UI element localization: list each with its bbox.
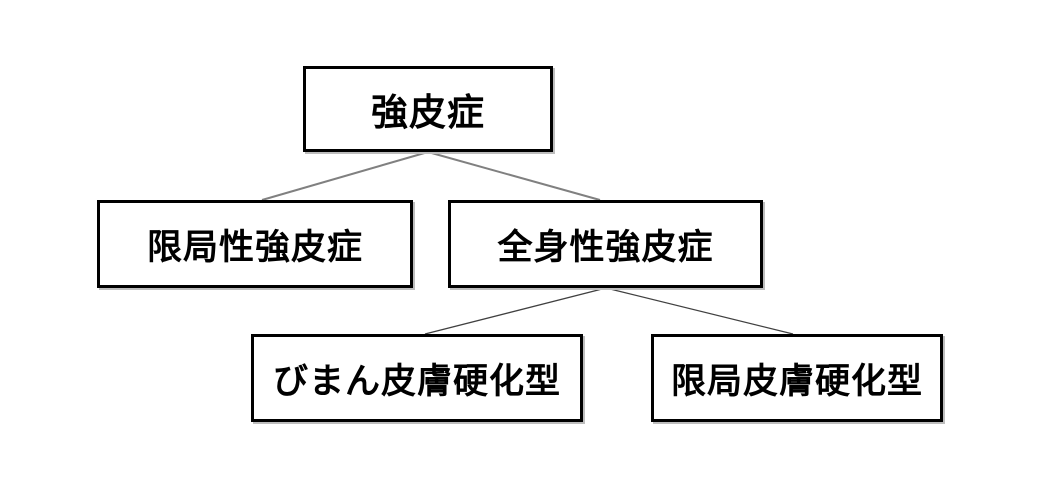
edge-systemic-diffuse (424, 287, 607, 335)
edge-root-systemic (427, 151, 601, 201)
node-systemic-scleroderma-label: 全身性強皮症 (497, 227, 714, 267)
node-diffuse-cutaneous-type-label: びまん皮膚硬化型 (272, 361, 561, 401)
node-diffuse-cutaneous-type: びまん皮膚硬化型 (251, 334, 583, 422)
edge-systemic-limited (605, 287, 794, 335)
edge-root-localized (261, 151, 429, 201)
node-scleroderma: 強皮症 (303, 66, 553, 152)
node-localized-scleroderma-label: 限局性強皮症 (146, 227, 363, 267)
node-systemic-scleroderma: 全身性強皮症 (448, 200, 763, 288)
node-limited-cutaneous-type-label: 限局皮膚硬化型 (670, 361, 923, 401)
node-localized-scleroderma: 限局性強皮症 (97, 200, 413, 288)
node-limited-cutaneous-type: 限局皮膚硬化型 (651, 334, 943, 422)
node-scleroderma-label: 強皮症 (371, 92, 485, 133)
